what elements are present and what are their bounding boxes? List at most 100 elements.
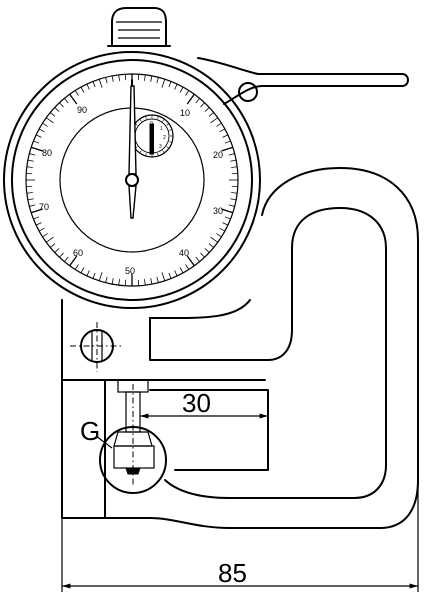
dial-label-90: 90: [77, 105, 87, 115]
dial-tick: [179, 267, 184, 274]
dial-tick: [92, 272, 96, 279]
dial-tick: [224, 216, 231, 220]
dial-tick: [50, 112, 56, 117]
dimension-85-label: 85: [218, 558, 247, 588]
dial-tick: [54, 107, 60, 112]
dial-tick: [69, 255, 78, 267]
dial-tick: [27, 159, 34, 162]
callout-label-g: G: [80, 416, 100, 446]
dial-tick: [161, 79, 166, 88]
dial-tick: [222, 222, 229, 226]
dial-stem-cap: [107, 7, 171, 47]
subdial-tick: [169, 141, 173, 143]
subdial-pointer: [149, 123, 154, 155]
svg-text:3: 3: [159, 144, 162, 150]
spindle-and-anvil: [99, 379, 167, 494]
subdial-tick: [169, 129, 173, 131]
dial-tick: [26, 166, 33, 168]
dial-tick: [231, 166, 238, 168]
dial-label-60: 60: [73, 248, 83, 258]
detail-g-circle: [99, 426, 167, 494]
dial-tick: [74, 264, 79, 270]
dial-label-20: 20: [213, 150, 223, 160]
dial-tick: [59, 102, 64, 108]
dial-tick: [30, 146, 43, 152]
lifting-lever: [197, 57, 409, 105]
dial-tick: [179, 86, 184, 93]
dial-tick: [208, 112, 214, 117]
dial-tick: [168, 272, 172, 279]
dial-tick: [42, 122, 48, 127]
dial-tick: [98, 79, 103, 88]
dial-tick: [186, 255, 195, 267]
dial-tick: [185, 264, 190, 270]
dial-tick: [98, 272, 103, 281]
dial-tick: [92, 81, 96, 88]
dial-label-50: 50: [125, 266, 135, 276]
dial-bezel-outer: [3, 51, 261, 309]
subdial-tick: [145, 153, 147, 157]
dial-tick: [216, 122, 222, 127]
dial-tick: [29, 153, 36, 156]
dial-tick: [46, 236, 54, 243]
dial-tick: [46, 117, 54, 124]
dial-tick: [210, 117, 218, 124]
subdial-tick: [139, 150, 142, 154]
dial-tick: [231, 192, 238, 194]
dial-tick: [86, 83, 90, 90]
dial-tick: [111, 75, 114, 82]
pointer-hub: [125, 173, 139, 187]
dial-tick: [219, 128, 226, 133]
dial-labels: 10 20 30 40 50 60 70 80 90: [39, 105, 223, 276]
dial-tick: [35, 134, 42, 138]
dial-ticks: [26, 74, 238, 286]
dimension-30-label: 30: [182, 388, 211, 418]
dial-tick: [216, 233, 222, 238]
dial-tick: [200, 252, 205, 258]
dial-tick: [80, 267, 85, 274]
dial-tick: [228, 153, 235, 156]
dial-tick: [230, 159, 237, 162]
dial-tick: [35, 222, 42, 226]
dial-tick: [219, 227, 226, 232]
dial-bezel-inner: [11, 59, 253, 301]
dial-tick: [144, 74, 146, 81]
dial-tick: [38, 227, 45, 232]
dial-label-70: 70: [39, 202, 49, 212]
dial-tick: [224, 140, 231, 144]
dial-tick: [230, 198, 237, 201]
dial-tick: [64, 256, 69, 262]
dial-tick: [42, 233, 48, 238]
dial-tick: [69, 93, 78, 105]
dial-tick: [195, 256, 200, 262]
subdial-tick: [157, 153, 159, 157]
subdial-tick: [162, 150, 165, 154]
svg-text:1: 1: [160, 126, 163, 132]
dial-label-80: 80: [42, 148, 52, 158]
dial-tick: [74, 90, 79, 96]
dial-pointer: [125, 79, 139, 219]
dial-tick: [86, 270, 90, 277]
dial-tick: [168, 81, 172, 88]
dial-tick: [144, 279, 146, 286]
dial-gauge: 10 20 30 40 50 60 70 80 90 0 1 2 3: [3, 51, 261, 309]
dial-tick: [204, 248, 210, 253]
dial-tick: [64, 98, 69, 104]
dial-tick: [185, 90, 190, 96]
dial-tick: [150, 278, 153, 285]
dial-tick: [33, 216, 40, 220]
dial-tick: [26, 192, 33, 194]
revolution-counter-subdial: 0 1 2 3: [130, 114, 174, 158]
dial-tick: [208, 243, 214, 248]
dial-tick: [105, 77, 108, 84]
dial-tick: [174, 270, 178, 277]
dial-tick: [38, 128, 45, 133]
dial-tick: [27, 198, 34, 201]
dial-tick: [59, 252, 64, 258]
dial-tick: [186, 93, 195, 105]
dial-tick: [195, 98, 200, 104]
dial-label-40: 40: [179, 248, 189, 258]
subdial-tick: [157, 115, 159, 119]
dial-tick: [204, 107, 210, 112]
